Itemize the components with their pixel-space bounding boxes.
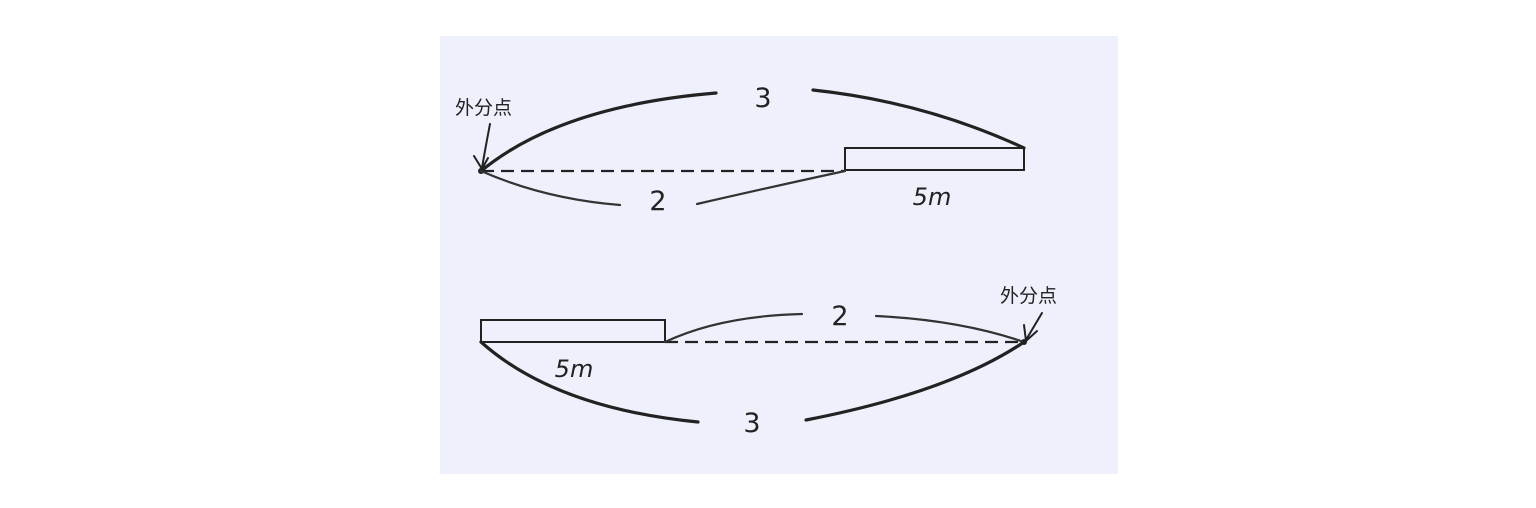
bottom-arc-two-left xyxy=(663,312,804,344)
top-segment-box xyxy=(844,147,1025,171)
top-label-two: 2 xyxy=(649,186,666,217)
top-diagram: 3 2 5m 外分点 xyxy=(455,83,1026,217)
bottom-pointer-arrow xyxy=(1023,312,1043,344)
bottom-arc-two-right xyxy=(874,314,1026,344)
top-arc-two-left xyxy=(479,169,622,207)
top-pointer-arrow xyxy=(473,123,491,171)
top-arc-three-left xyxy=(479,91,718,173)
top-arc-three-right xyxy=(811,88,1026,150)
top-label-point: 外分点 xyxy=(455,97,512,119)
top-label-length: 5m xyxy=(913,183,952,211)
bottom-label-two: 2 xyxy=(831,301,848,332)
bottom-label-three: 3 xyxy=(743,408,760,439)
bottom-arc-three-left xyxy=(479,340,700,424)
bottom-segment-box xyxy=(480,319,666,343)
top-label-three: 3 xyxy=(754,83,771,114)
bottom-label-length: 5m xyxy=(555,355,594,383)
bottom-diagram: 2 3 5m 外分点 xyxy=(479,285,1057,439)
diagram-panel xyxy=(440,36,1118,474)
bottom-arc-three-right xyxy=(804,340,1026,422)
bottom-label-point: 外分点 xyxy=(1000,285,1057,307)
top-arc-two-right xyxy=(695,169,847,206)
